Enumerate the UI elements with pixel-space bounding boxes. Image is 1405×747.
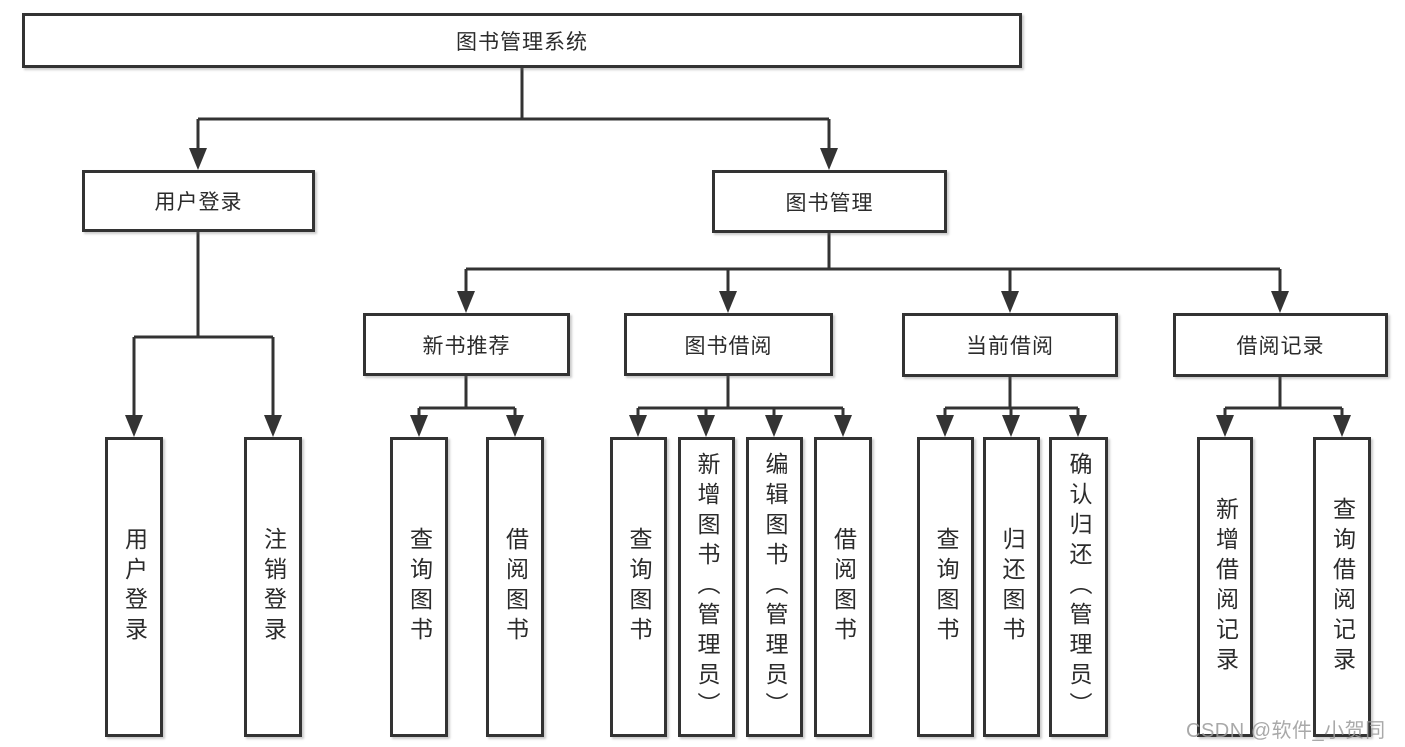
node-leaf-cb-query-book: 查询图书 <box>917 437 974 737</box>
node-book-borrow: 图书借阅 <box>624 313 833 376</box>
node-book-management: 图书管理 <box>712 170 947 233</box>
node-leaf-user-login: 用户登录 <box>105 437 163 737</box>
node-leaf-cb-confirm-return-admin: 确认归还（管理员） <box>1049 437 1108 737</box>
node-leaf-cb-return-book: 归还图书 <box>983 437 1040 737</box>
node-leaf-br-query-record: 查询借阅记录 <box>1313 437 1371 737</box>
node-new-book-recommend: 新书推荐 <box>363 313 570 376</box>
node-leaf-rec-borrow-book: 借阅图书 <box>486 437 544 737</box>
node-leaf-rec-query-book: 查询图书 <box>390 437 448 737</box>
node-borrow-records: 借阅记录 <box>1173 313 1388 377</box>
node-leaf-br-add-record: 新增借阅记录 <box>1197 437 1253 737</box>
node-leaf-bb-query-book: 查询图书 <box>610 437 667 737</box>
node-root-system: 图书管理系统 <box>22 13 1022 68</box>
node-leaf-logout: 注销登录 <box>244 437 302 737</box>
node-leaf-bb-borrow-book: 借阅图书 <box>814 437 872 737</box>
node-leaf-bb-edit-book-admin: 编辑图书（管理员） <box>746 437 803 737</box>
node-leaf-bb-add-book-admin: 新增图书（管理员） <box>678 437 735 737</box>
node-current-borrow: 当前借阅 <box>902 313 1118 377</box>
node-user-login: 用户登录 <box>82 170 315 232</box>
